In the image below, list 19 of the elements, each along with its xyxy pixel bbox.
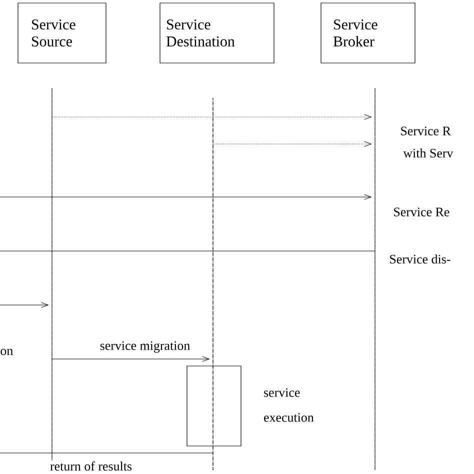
box-caption: service execution [264,388,314,422]
edge-label: return of results [49,460,133,472]
activation-box [186,366,242,446]
message-label: on [0,348,13,356]
participant-box: Service Source [18,2,106,64]
message-arrow [0,194,372,200]
message-arrow [52,114,372,120]
participant-box: Service Destination [160,2,274,64]
message-arrow [0,302,49,308]
message-label: Service Re [394,208,450,216]
participant-box: Service Broker [320,2,416,64]
lifeline [374,88,376,470]
edge-label: service migration [98,340,192,354]
message-label: Service dis- [390,254,450,264]
lifeline [212,98,214,470]
message-arrow [52,356,210,362]
message-label: with Serv [403,148,454,158]
message-arrow [212,141,372,147]
message-label: Service R [401,126,451,136]
